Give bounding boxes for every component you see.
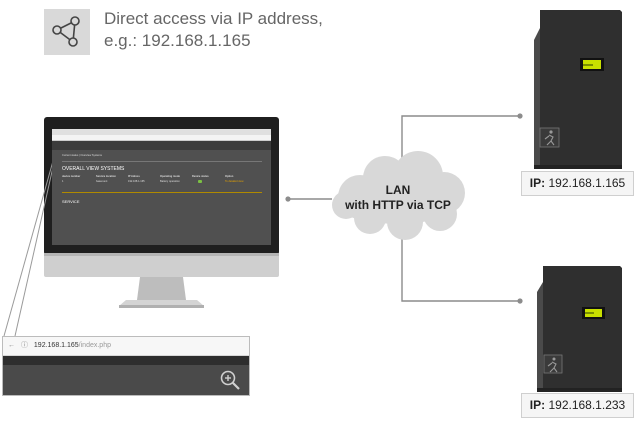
emergency-exit-icon — [543, 354, 563, 374]
screen-section-title: OVERALL VIEW SYSTEMS — [62, 166, 125, 172]
screen-cell-operating-mode: Battery operation — [160, 180, 180, 183]
screen-col-operating-mode: Operating mode — [160, 175, 180, 178]
screen-service-title: SERVICE — [62, 199, 80, 204]
device-1-ip-value: 192.168.1.165 — [548, 176, 626, 190]
cloud-label: LAN with HTTP via TCP — [328, 183, 468, 213]
back-arrow-icon[interactable]: ← — [8, 342, 15, 349]
screen-col-device-number: device number — [62, 175, 81, 178]
cloud-line-1: LAN — [385, 183, 411, 197]
screen-divider-2 — [62, 192, 262, 193]
info-icon: ⓘ — [20, 342, 28, 349]
connector-dot-device-2 — [517, 298, 523, 304]
zoom-in-icon — [220, 370, 240, 390]
zoomed-address-bar[interactable]: ← ⓘ 192.168.1.165/index.php — [3, 337, 249, 356]
screen-col-option: Option — [225, 175, 234, 178]
monitor-screen: Current status | Overview Systems OVERAL… — [52, 129, 271, 245]
url-path: /index.php — [78, 342, 111, 349]
zoomed-browser: ← ⓘ 192.168.1.165/index.php — [2, 336, 250, 396]
screen-cell-device-number: 1 — [62, 180, 64, 183]
screen-col-service-location: Service location — [96, 175, 116, 178]
device-1-ip-box: IP: 192.168.1.165 — [521, 171, 634, 196]
device-1 — [534, 10, 622, 169]
connector-dot-monitor — [285, 196, 291, 202]
screen-status-ok-icon — [198, 180, 202, 183]
header-line-1: Direct access via IP address, — [104, 9, 323, 28]
device-2-ip-box: IP: 192.168.1.233 — [521, 393, 634, 418]
lan-cloud — [332, 151, 465, 240]
screen-option-link[interactable]: To detailed view — [225, 180, 244, 183]
network-share-icon — [44, 9, 90, 55]
screen-address-bar — [52, 135, 271, 141]
emergency-exit-icon — [539, 127, 560, 148]
url-host: 192.168.1.165 — [33, 342, 79, 349]
screen-breadcrumb: Current status | Overview Systems — [62, 154, 102, 157]
connector-lines — [288, 115, 520, 302]
device-2-ip-label: IP: — [529, 398, 546, 412]
header-text: Direct access via IP address, e.g.: 192.… — [104, 8, 334, 52]
zoomed-content — [3, 365, 249, 395]
cloud-line-2: with HTTP via TCP — [345, 198, 451, 212]
device-2 — [537, 266, 622, 392]
screen-col-ip: IP Adress — [128, 175, 140, 178]
screen-col-device-status: Device status — [192, 175, 209, 178]
screen-divider — [62, 161, 262, 162]
screen-top-bar — [52, 141, 271, 150]
device-1-ip-label: IP: — [529, 176, 546, 190]
screen-cell-ip: 192.168.1.165 — [128, 180, 145, 183]
header-line-2: e.g.: 192.168.1.165 — [104, 31, 251, 50]
screen-cell-service-location: basement — [96, 180, 108, 183]
device-2-ip-value: 192.168.1.233 — [548, 398, 626, 412]
zoomed-top-bar — [3, 356, 249, 365]
connector-dot-device-1 — [517, 113, 523, 119]
screen-browser-tabs — [52, 129, 271, 135]
